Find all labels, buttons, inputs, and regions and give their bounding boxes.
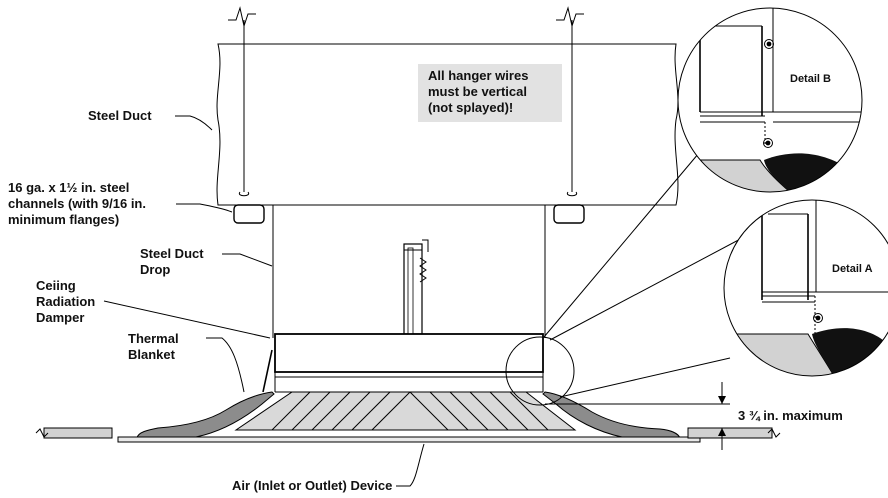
ceiling-tile-right bbox=[687, 427, 781, 439]
thermal-blanket-left bbox=[136, 391, 275, 441]
detail-a-view bbox=[723, 199, 888, 377]
detail-callout-circle bbox=[505, 336, 575, 406]
thermal-blanket-right bbox=[542, 391, 681, 441]
hanger-note: All hanger wires must be vertical (not s… bbox=[418, 64, 562, 122]
label-damper-2: Radiation bbox=[36, 294, 95, 309]
label-damper-3: Damper bbox=[36, 310, 84, 325]
label-channels-3: minimum flanges) bbox=[8, 212, 119, 227]
label-max-dimension: 3 ¾ in. maximum bbox=[738, 408, 843, 423]
steel-channel-left bbox=[233, 204, 265, 224]
label-channels-1: 16 ga. x 1½ in. steel bbox=[8, 180, 129, 195]
label-duct-drop-2: Drop bbox=[140, 262, 170, 277]
label-duct-drop-1: Steel Duct bbox=[140, 246, 204, 261]
hanger-wire-left bbox=[228, 6, 256, 197]
label-detail-a: Detail A bbox=[832, 263, 873, 275]
detail-b-view bbox=[677, 7, 863, 193]
label-air-device: Air (Inlet or Outlet) Device bbox=[232, 478, 392, 493]
label-blanket-1: Thermal bbox=[128, 331, 179, 346]
air-device-diffuser bbox=[117, 391, 701, 443]
label-detail-b: Detail B bbox=[790, 73, 831, 85]
steel-channel-right bbox=[553, 204, 585, 224]
ceiling-radiation-damper bbox=[262, 333, 544, 393]
note-line-1: All hanger wires bbox=[428, 68, 528, 83]
note-line-2: must be vertical bbox=[428, 84, 527, 99]
label-channels-2: channels (with 9/16 in. bbox=[8, 196, 146, 211]
ceiling-tile-left bbox=[35, 427, 113, 439]
note-line-3: (not splayed)! bbox=[428, 100, 513, 115]
hanger-wire-right bbox=[556, 6, 584, 197]
label-steel-duct: Steel Duct bbox=[88, 108, 152, 123]
label-blanket-2: Blanket bbox=[128, 347, 176, 362]
damper-blade-mechanism bbox=[403, 239, 429, 335]
label-damper-1: Ceiing bbox=[36, 278, 76, 293]
max-dimension bbox=[545, 382, 730, 450]
